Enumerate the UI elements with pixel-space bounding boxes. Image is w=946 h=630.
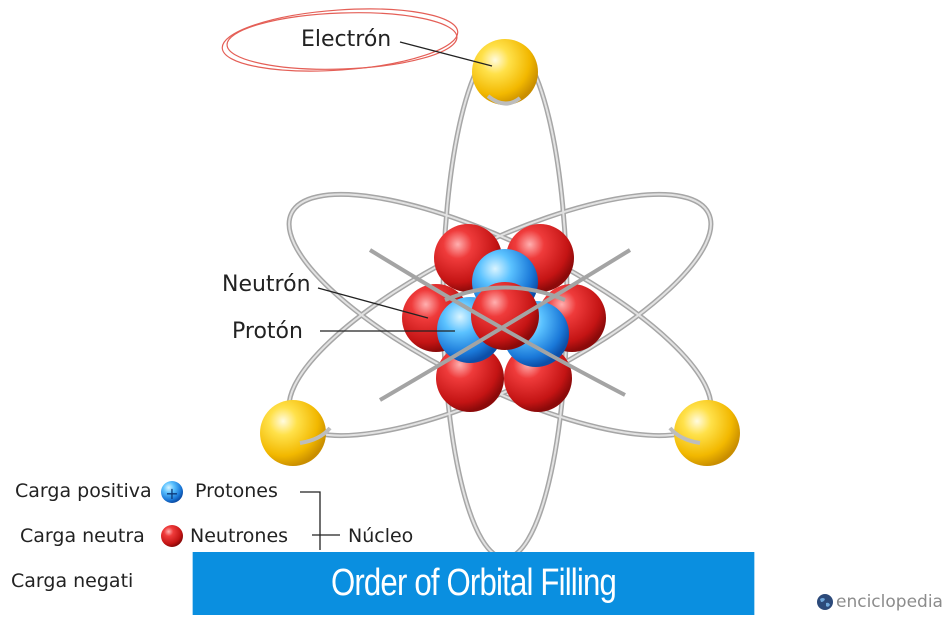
neutron-label: Neutrón <box>222 272 311 297</box>
neutron-ball <box>471 282 539 350</box>
orbits-front <box>368 248 632 402</box>
leader-lines <box>300 41 493 550</box>
legend-neutral-text: Carga neutra <box>20 525 145 547</box>
brand-name: enciclopedia <box>836 592 943 612</box>
electron-ball <box>674 400 740 466</box>
legend-negative-text: Carga negati <box>11 570 133 592</box>
proton-label: Protón <box>232 319 303 344</box>
electron-label: Electrón <box>301 27 391 52</box>
legend-positive-text: Carga positiva <box>15 480 152 502</box>
electron-ball <box>472 39 538 105</box>
brand-watermark: enciclopedia <box>816 589 943 615</box>
nucleus <box>402 224 606 412</box>
neutron-ball <box>436 344 504 412</box>
banner-title: Order of Orbital Filling <box>330 562 617 604</box>
legend: Carga positiva + Protones Carga neutra N… <box>11 480 413 592</box>
electron-ball <box>260 400 326 466</box>
legend-nucleus-text: Núcleo <box>348 525 413 547</box>
highlight-ring <box>221 8 459 72</box>
electrons <box>260 39 740 466</box>
plus-icon: + <box>165 484 178 503</box>
legend-protons-text: Protones <box>195 480 278 502</box>
title-banner: Order of Orbital Filling <box>192 552 755 615</box>
globe-icon <box>817 594 833 610</box>
legend-neutrons-text: Neutrones <box>190 525 288 547</box>
neutron-legend-icon <box>161 525 183 547</box>
proton-legend-icon <box>161 481 183 503</box>
